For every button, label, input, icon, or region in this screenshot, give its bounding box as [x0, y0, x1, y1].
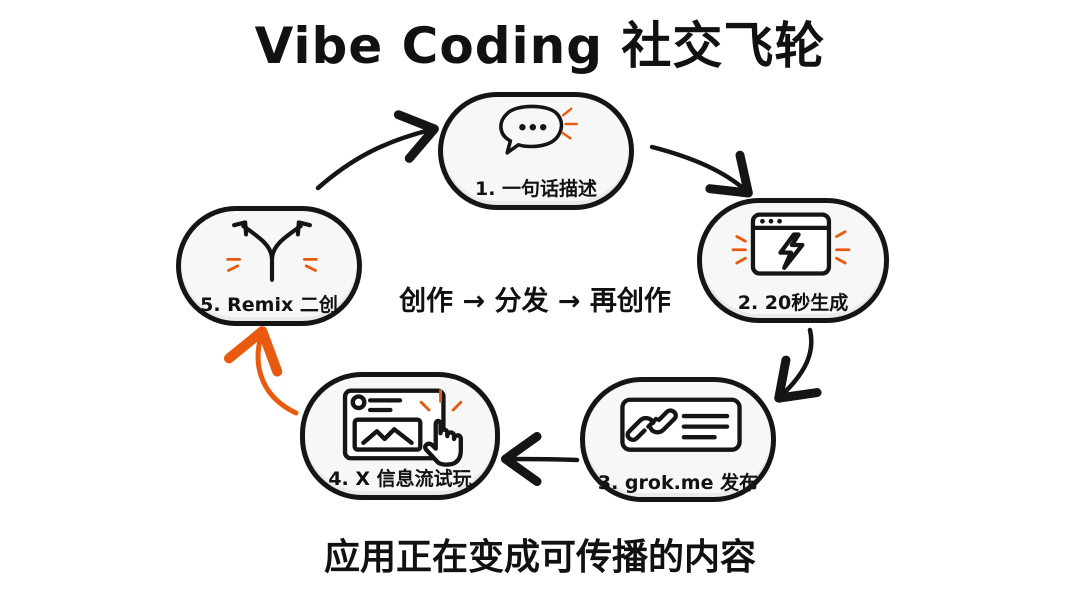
step-label-1: 1. 一句话描述 — [474, 178, 598, 200]
diagram-title: Vibe Coding 社交飞轮 — [254, 17, 826, 75]
step-node-3: 3. grok.me 发布 — [580, 377, 776, 502]
post-tap-icon — [342, 388, 463, 467]
lightning-window-icon — [731, 212, 851, 276]
arrow-4-to-5 — [223, 326, 299, 416]
step-label-4: 4. X 信息流试玩 — [328, 468, 472, 490]
arrow-1-to-2 — [649, 144, 753, 198]
step-label-2: 2. 20秒生成 — [737, 292, 849, 314]
step-node-5: 5. Remix 二创 — [176, 206, 362, 326]
step-node-1: 1. 一句话描述 — [438, 92, 634, 210]
step-node-4: 4. X 信息流试玩 — [300, 372, 500, 500]
link-card-icon — [620, 397, 742, 452]
step-label-3: 3. grok.me 发布 — [597, 472, 759, 494]
chat-bubble-icon — [499, 104, 578, 155]
diagram-subtitle: 应用正在变成可传播的内容 — [323, 537, 756, 578]
arrow-5-to-1 — [315, 110, 439, 191]
step-label-5: 5. Remix 二创 — [200, 294, 338, 316]
step-node-2: 2. 20秒生成 — [697, 198, 889, 323]
arrow-2-to-3 — [774, 327, 822, 403]
cycle-summary: 创作 → 分发 → 再创作 — [399, 286, 671, 317]
fork-arrows-icon — [226, 220, 318, 282]
arrow-3-to-4 — [501, 432, 580, 487]
